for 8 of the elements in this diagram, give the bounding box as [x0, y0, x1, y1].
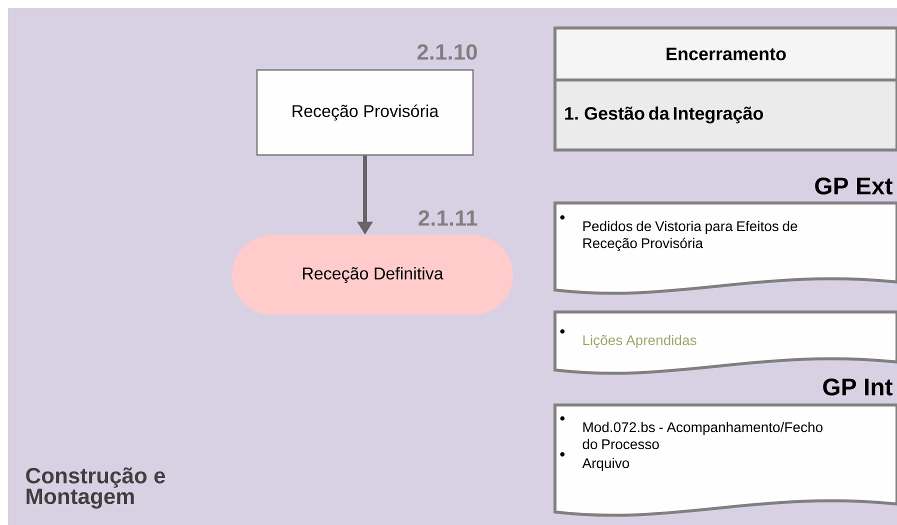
step-number: 2.1.11	[418, 210, 478, 226]
header-box: Encerramento	[554, 26, 897, 82]
section-heading: GP Ext	[815, 178, 892, 194]
process-box: Receção Provisória	[256, 69, 474, 156]
section-heading: GP Int	[823, 378, 892, 396]
section-box: 1. Gestão da Integração	[554, 78, 897, 152]
step-number: 2.1.10	[417, 44, 477, 60]
phase-title: Construção e Montagem	[26, 467, 165, 509]
